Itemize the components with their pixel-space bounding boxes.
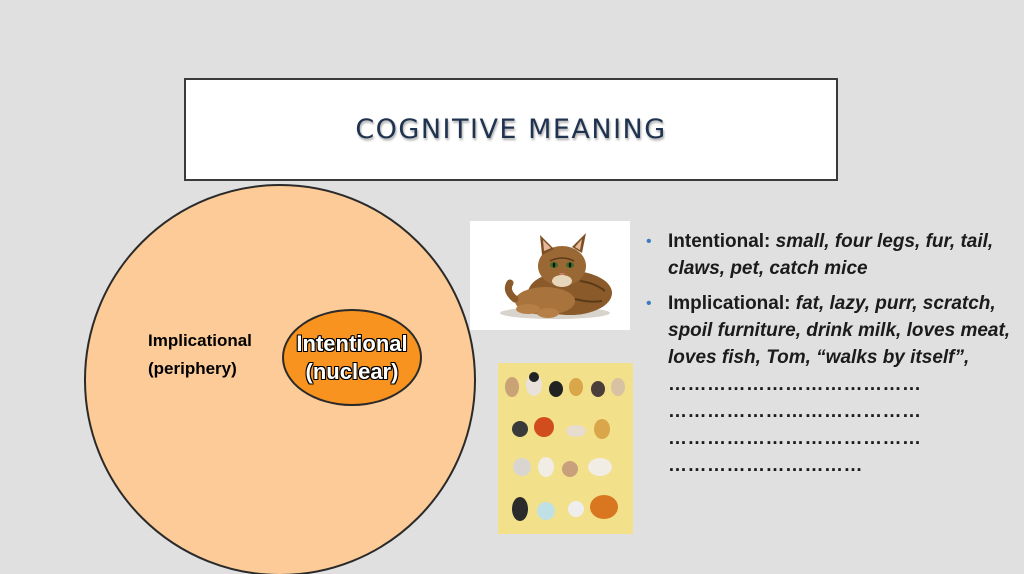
- dotted-line: …………………………………: [668, 374, 922, 395]
- bullet-term: Intentional:: [668, 231, 771, 252]
- cartoon-cats-icon: [505, 372, 625, 521]
- implicational-circle: [84, 184, 476, 574]
- bullet-text: small, four legs, fur, tail, claws, pet,…: [668, 231, 994, 279]
- bullet-implicational: • Implicational: fat, lazy, purr, scratc…: [646, 290, 1016, 479]
- dotted-line: …………………………: [668, 455, 863, 476]
- cat-photo-icon: [500, 233, 612, 319]
- bullet-term: Implicational:: [668, 293, 791, 314]
- title-box: COGNITIVE MEANING: [184, 78, 838, 181]
- bullet-text: fat, lazy, purr, scratch, spoil furnitur…: [668, 293, 1011, 368]
- intentional-ellipse: Intentional (nuclear): [282, 309, 422, 406]
- tabby-cat-photo: [470, 221, 630, 330]
- implicational-label-line2: (periphery): [148, 359, 237, 378]
- dotted-line: …………………………………: [668, 428, 922, 449]
- implicational-label: Implicational (periphery): [148, 327, 252, 383]
- intentional-label-line2: (nuclear): [305, 358, 399, 384]
- bullet-intentional: • Intentional: small, four legs, fur, ta…: [646, 228, 1016, 282]
- intentional-label-line1: Intentional: [296, 330, 408, 356]
- implicational-label-line1: Implicational: [148, 331, 252, 350]
- bullet-dot-icon: •: [646, 295, 652, 312]
- bullet-dot-icon: •: [646, 233, 652, 250]
- slide-title: COGNITIVE MEANING: [355, 114, 667, 145]
- cartoon-cats-sheet: [498, 363, 633, 534]
- dotted-line: …………………………………: [668, 401, 922, 422]
- bullet-list: • Intentional: small, four legs, fur, ta…: [646, 228, 1016, 487]
